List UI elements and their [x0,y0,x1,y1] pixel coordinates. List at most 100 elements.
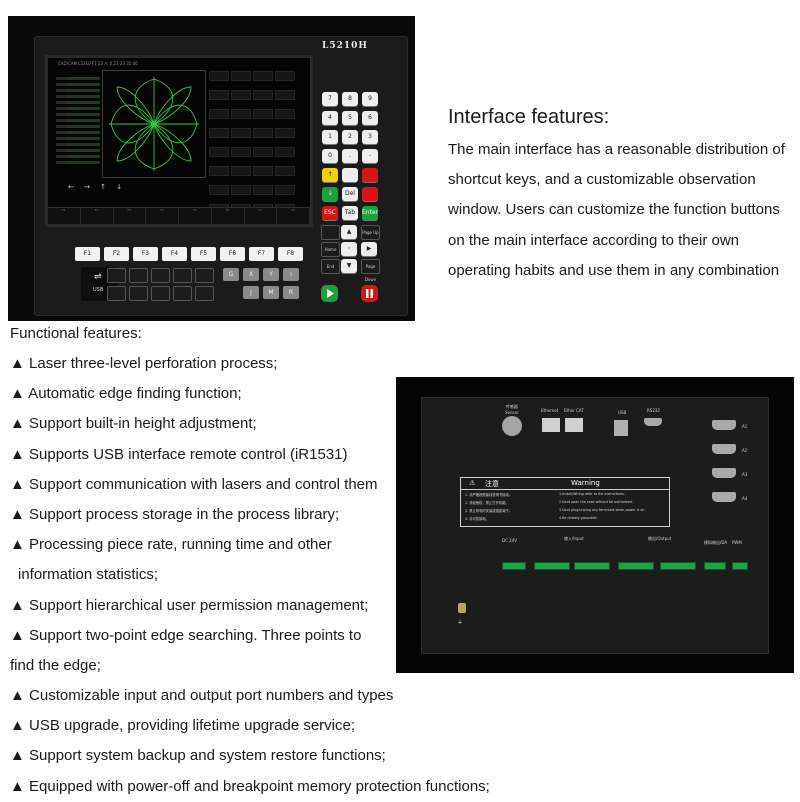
key-4: 4 [322,111,338,125]
warning-title-cn: 注意 [485,480,499,488]
fkey-f3: F3 [133,247,158,261]
ethernet-port [542,418,560,432]
warning-label: ⚠ 注意 Warning 1. 请严格按照接线说明书接线。 2. 非经授权，禁止… [460,477,670,527]
warning-line-cn: 2. 非经授权，禁止打开机箱。 [465,501,509,505]
analog-terminal [704,562,726,570]
function-key-row: F1 F2 F3 F4 F5 F6 F7 F8 [71,247,331,263]
lcd-fn-label: F5 [179,208,212,224]
axis-connector-a3 [712,468,736,478]
feature-item: ▲ Automatic edge finding function; [10,385,242,403]
op-key [129,286,148,301]
op-key [107,268,126,283]
warning-line-en: 4.Be reliably grounded. [559,516,598,520]
axis-label-a3: A3 [742,472,748,477]
key-0: 0 [322,149,338,163]
warning-line-en: 1.Install/Wiring refer to the instructio… [559,492,625,496]
lcd-fn-label: F6 [212,208,245,224]
key-down-nav: ▼ [341,259,357,273]
ground-icon: ⏚ [457,619,464,626]
key-page-down: Page Down [361,259,380,282]
stop-button [361,285,378,302]
feature-item: ▲ Equipped with power-off and breakpoint… [10,777,490,795]
axis-label-a4: A4 [742,496,748,501]
feature-item-line: information statistics; [18,566,159,584]
warning-title-en: Warning [571,479,600,487]
axis-label-a1: A1 [742,424,748,429]
input-terminal [574,562,610,570]
lcd-screen: CAD/CAM L5210 F1 23 A: 0.23 23:35:46 [45,55,313,227]
op-key [151,268,170,283]
start-button [321,285,338,302]
lcd-shortcut-grid [208,68,300,214]
feature-item: ▲ Support system backup and system resto… [10,747,386,765]
key-r: R [283,286,299,299]
sensor-label: 传感器 Sensor [505,404,519,415]
controller-rear-photo: 传感器 Sensor Ethernet Ether CAT USB RS232 … [396,377,794,673]
power-label: DC 24V [502,538,517,543]
pwm-label: PWM [732,540,742,545]
output-terminal [660,562,696,570]
key-9: 9 [362,92,378,106]
lcd-fn-label: F4 [146,208,179,224]
fkey-f1: F1 [75,247,100,261]
key-dot: . [342,149,358,163]
fkey-f4: F4 [162,247,187,261]
key-1: 1 [322,130,338,144]
lcd-fn-label: F7 [245,208,278,224]
rs232-label: RS232 [647,408,660,413]
warning-header: ⚠ 注意 Warning [461,478,669,490]
sensor-connector [502,416,522,436]
controller-front-photo: L5210H CAD/CAM L5210 F1 23 A: 0.23 23:35… [8,16,415,321]
lcd-coordinate-panel [56,74,100,194]
controller-rear-panel: 传感器 Sensor Ethernet Ether CAT USB RS232 … [421,397,769,654]
warning-line-cn: 4. 请可靠接地。 [465,517,489,521]
key-esc: ESC [322,206,338,220]
lcd-jog-arrows: ← → ↑ ↓ [68,183,127,191]
key-left-nav [321,225,340,240]
key-3: 3 [362,130,378,144]
ground-screw [458,603,466,613]
key-minus: - [362,149,378,163]
interface-features-description: The main interface has a reasonable dist… [448,141,785,279]
key-8: 8 [342,92,358,106]
key-y: Y [263,268,279,281]
warning-line-cn: 1. 请严格按照接线说明书接线。 [465,493,513,497]
feature-item: ▲ Support process storage in the process… [10,505,340,523]
key-page-up: Page Up [361,225,380,240]
key-7: 7 [322,92,338,106]
fkey-f7: F7 [249,247,274,261]
cutting-pattern-graphic [109,77,199,171]
ethernet-label: Ethernet [541,408,559,413]
key-del: Del [342,187,358,201]
rear-usb-label: USB [618,410,627,415]
key-tab: Tab [342,206,358,220]
key-home: Home [321,242,340,257]
warning-icon: ⚠ [469,479,476,487]
lcd-fn-label: F8 [277,208,310,224]
pwm-terminal [732,562,748,570]
op-key [151,286,170,301]
feature-item: ▲ Supports USB interface remote control … [10,445,348,463]
power-terminal [502,562,526,570]
key-end: End [321,259,340,274]
key-up-arrow: ↑ [322,168,338,182]
op-key [195,286,214,301]
key-center-nav: ◦ [341,242,357,256]
play-icon [327,289,334,298]
input-terminal [534,562,570,570]
fkey-f6: F6 [220,247,245,261]
feature-item: ▲ Customizable input and output port num… [10,687,394,705]
rs232-connector [644,418,662,426]
axis-label-a2: A2 [742,448,748,453]
key-right-nav: ▶ [361,242,377,256]
functional-features-title: Functional features: [10,325,142,342]
op-key [107,286,126,301]
lcd-fn-label: F3 [114,208,147,224]
lcd-fn-label: F2 [81,208,114,224]
lcd-function-bar: F1 F2 F3 F4 F5 F6 F7 F8 [48,207,310,224]
key-x: X [243,268,259,281]
key-page [342,168,358,182]
output-terminal [618,562,654,570]
op-key [173,286,192,301]
input-label: 输入/Input [564,536,584,541]
